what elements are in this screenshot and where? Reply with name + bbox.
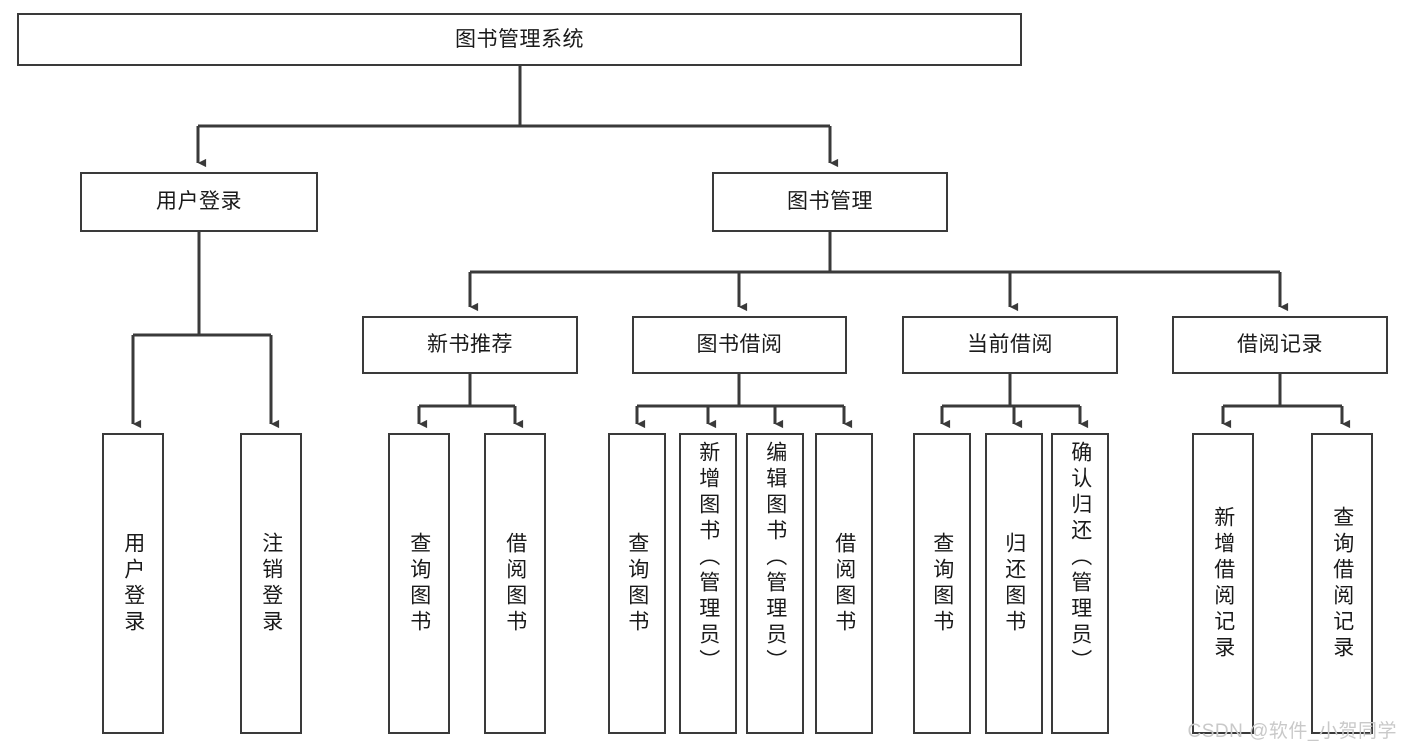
leaf-record-add-label: 新增借阅记录: [1211, 505, 1235, 662]
leaf-borrow-query-book[interactable]: 查询图书: [608, 433, 666, 734]
leaf-record-add[interactable]: 新增借阅记录: [1192, 433, 1254, 734]
node-borrow-record[interactable]: 借阅记录: [1172, 316, 1388, 374]
leaf-newbook-query-book[interactable]: 查询图书: [388, 433, 450, 734]
leaf-newbook-query-book-label: 查询图书: [407, 531, 431, 636]
leaf-borrow-edit-book[interactable]: 编辑图书（管理员）: [746, 433, 804, 734]
leaf-borrow-add-book-label: 新增图书（管理员）: [696, 441, 720, 675]
leaf-borrow-borrow-book[interactable]: 借阅图书: [815, 433, 873, 734]
leaf-user-login[interactable]: 用户登录: [102, 433, 164, 734]
leaf-user-logout-label: 注销登录: [259, 531, 283, 636]
leaf-record-query[interactable]: 查询借阅记录: [1311, 433, 1373, 734]
leaf-user-logout[interactable]: 注销登录: [240, 433, 302, 734]
node-book-manage[interactable]: 图书管理: [712, 172, 948, 232]
leaf-borrow-borrow-book-label: 借阅图书: [832, 531, 856, 636]
node-new-book-recommend[interactable]: 新书推荐: [362, 316, 578, 374]
leaf-current-query-book[interactable]: 查询图书: [913, 433, 971, 734]
leaf-newbook-borrow-book[interactable]: 借阅图书: [484, 433, 546, 734]
leaf-record-query-label: 查询借阅记录: [1330, 505, 1354, 662]
node-root[interactable]: 图书管理系统: [17, 13, 1022, 66]
leaf-current-confirm-return-label: 确认归还（管理员）: [1068, 441, 1092, 675]
node-book-manage-label: 图书管理: [787, 190, 873, 214]
node-new-book-recommend-label: 新书推荐: [427, 333, 513, 357]
node-current-borrow-label: 当前借阅: [967, 333, 1053, 357]
leaf-borrow-add-book[interactable]: 新增图书（管理员）: [679, 433, 737, 734]
leaf-current-confirm-return[interactable]: 确认归还（管理员）: [1051, 433, 1109, 734]
node-book-borrow[interactable]: 图书借阅: [632, 316, 847, 374]
leaf-borrow-query-book-label: 查询图书: [625, 531, 649, 636]
node-book-borrow-label: 图书借阅: [696, 333, 783, 357]
leaf-current-return-book[interactable]: 归还图书: [985, 433, 1043, 734]
node-root-label: 图书管理系统: [455, 27, 584, 51]
node-borrow-record-label: 借阅记录: [1237, 333, 1323, 357]
leaf-current-query-book-label: 查询图书: [930, 531, 954, 636]
node-user-login-label: 用户登录: [156, 190, 242, 214]
leaf-current-return-book-label: 归还图书: [1002, 531, 1026, 636]
leaf-user-login-label: 用户登录: [121, 531, 145, 636]
watermark: CSDN @软件_小贺同学: [1187, 721, 1397, 742]
leaf-newbook-borrow-book-label: 借阅图书: [503, 531, 527, 636]
node-current-borrow[interactable]: 当前借阅: [902, 316, 1118, 374]
leaf-borrow-edit-book-label: 编辑图书（管理员）: [763, 441, 787, 675]
node-user-login[interactable]: 用户登录: [80, 172, 318, 232]
